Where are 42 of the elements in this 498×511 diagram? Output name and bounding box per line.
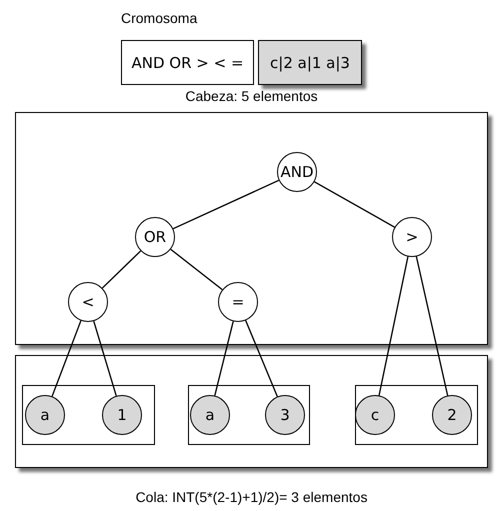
node-label: > [406,228,418,246]
tree-node-circle [68,282,108,322]
group-box [22,385,155,445]
group-box [355,385,478,445]
sequence-text: AND OR > < = [131,54,244,72]
label: Cromosoma [121,10,198,26]
tree-edge [214,321,234,396]
node-label: a [40,406,50,424]
tree-edge [245,320,278,397]
node-label: 2 [447,406,457,424]
node-label: 3 [280,406,290,424]
tree-node-circle [277,152,317,192]
tree-node-circle [432,395,472,435]
node-label: = [232,293,244,311]
node-label: AND [280,163,314,181]
text-box [121,40,254,85]
tree-node-circle [102,395,142,435]
group-box [188,385,310,445]
tree-node-circle [355,395,395,435]
tree-edge [172,180,280,230]
panel-heading: Cabeza: 5 elementos [184,88,319,104]
tree-node-circle [25,395,65,435]
tree-node-circle [218,282,258,322]
node-label: 1 [117,406,127,424]
tree-node-circle [392,217,432,257]
tree-edge [93,320,117,396]
node-label: < [82,293,94,311]
text-box [258,40,362,85]
tree-edge [314,181,395,228]
tree-edge [378,256,409,396]
tree-node-circle [135,217,175,257]
sequence-text: c|2 a|1 a|3 [270,54,350,72]
node-label: c [370,406,380,424]
tree-edge [52,320,82,397]
tree-node-circle [265,395,305,435]
tree-edge [416,256,448,396]
tree-node-circle [190,395,230,435]
node-label: a [205,406,215,424]
panel-heading: Cola: INT(5*(2-1)+1)/2)= 3 elementos [134,489,368,505]
tree-edge [102,250,142,289]
node-label: OR [144,228,166,246]
tree-edge [170,248,223,290]
